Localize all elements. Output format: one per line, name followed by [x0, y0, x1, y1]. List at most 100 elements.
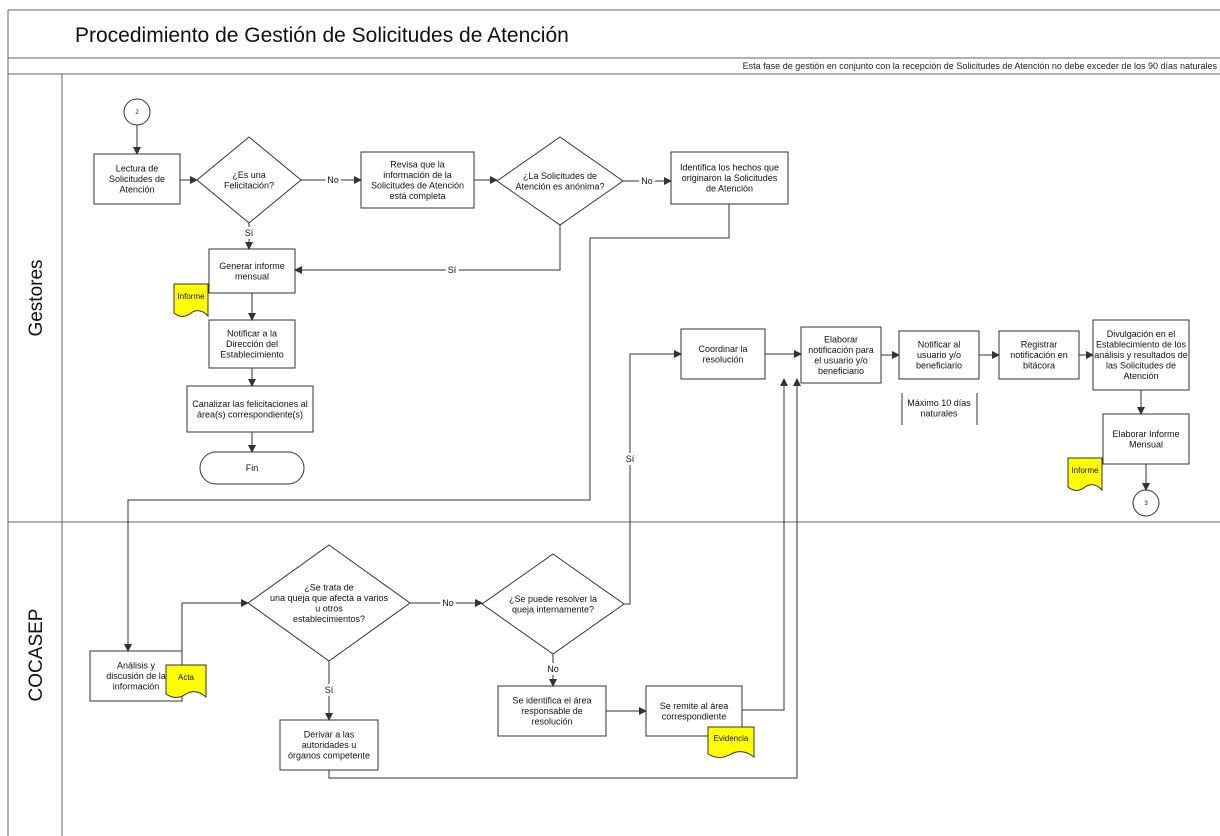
connector-in: 2 [123, 98, 151, 126]
page-title: Procedimiento de Gestión de Solicitudes … [75, 24, 569, 47]
doc-informe-2-label: Informe [1071, 466, 1099, 475]
terminator-fin-label: Fin [246, 463, 259, 473]
doc-acta: Acta [165, 664, 207, 699]
time-limit-note: Esta fase de gestión en conjunto con la … [743, 61, 1218, 71]
edge-label-si-2-bg [445, 264, 459, 276]
edge-label-no-1: No [327, 175, 339, 185]
node-coordinar-shape [680, 328, 766, 380]
node-registrar-shape [998, 330, 1080, 380]
node-derivar-shape [279, 719, 379, 771]
doc-informe-2: Informe [1067, 457, 1103, 492]
node-lectura-shape [93, 153, 181, 205]
edge-label-no-2-bg [639, 175, 655, 187]
doc-acta-shape [165, 664, 207, 699]
edge-derivar-to-notificacion [328, 378, 801, 779]
connector-in-label: 2 [135, 110, 139, 116]
edge-label-si-4: Sí [325, 685, 334, 695]
edge-label-no-4: No [547, 664, 559, 674]
doc-informe-1-label: Informe [177, 292, 205, 301]
edge-label-si-1-bg [242, 227, 256, 239]
edge-label-no-1-bg [325, 174, 341, 186]
connector-out: 3 [1132, 489, 1160, 517]
node-canalizar-shape [186, 385, 314, 433]
edge-anonima-si [294, 225, 561, 274]
node-divulgacion-shape [1092, 319, 1190, 391]
doc-informe-2-shape [1067, 457, 1103, 492]
edge-label-si-2: Sí [448, 265, 457, 275]
node-remite-shape [645, 685, 743, 737]
doc-evidencia: Evidencia [707, 726, 755, 759]
edge-label-no-3-bg [440, 597, 456, 609]
edge-label-si-1: Sí [245, 228, 254, 238]
doc-informe-1: Informe [173, 283, 209, 318]
node-revisa-shape [360, 151, 475, 209]
connector-out-label: 3 [1144, 501, 1148, 507]
doc-informe-1-shape [173, 283, 209, 318]
doc-evidencia-label: Evidencia [714, 734, 749, 743]
edge-resolver-si [624, 350, 682, 605]
node-elaborar-informe-shape [1102, 413, 1190, 465]
edge-label-no-4-bg [545, 663, 561, 675]
edge-identifica-to-analisis [124, 204, 730, 652]
edge-label-si-3-bg [623, 453, 637, 465]
edge-label-si-4-bg [322, 684, 336, 696]
lane-label-gestores: Gestores [26, 259, 47, 336]
edge-remite-to-notificacion [742, 378, 788, 711]
edge-label-no-3: No [442, 598, 454, 608]
node-notificar-direccion-shape [208, 319, 296, 369]
lane-label-cocasep: COCASEP [26, 609, 47, 702]
edge-label-no-2: No [641, 176, 653, 186]
doc-evidencia-shape [707, 726, 755, 759]
edge-label-si-3: Sí [626, 454, 635, 464]
node-notificar-usuario-shape [898, 330, 980, 380]
terminator-fin[interactable]: Fin [199, 451, 305, 485]
header: Procedimiento de Gestión de Solicitudes … [7, 9, 1220, 836]
edge-analisis-to-queja [181, 599, 249, 662]
node-identifica-shape [670, 151, 789, 205]
